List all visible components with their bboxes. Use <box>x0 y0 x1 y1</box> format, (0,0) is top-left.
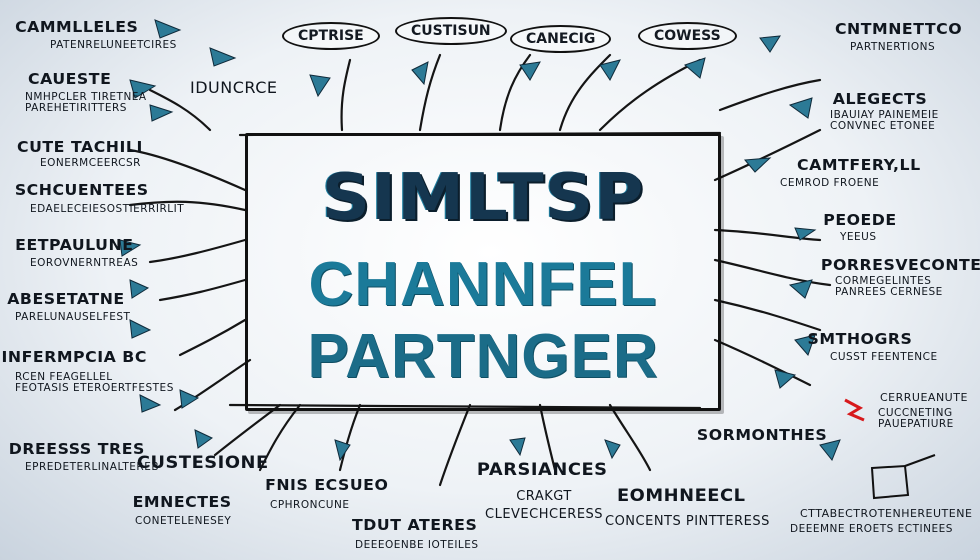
bottom-label-5-sub: CRAKGT CLEVECHCERESS <box>485 489 604 523</box>
bubble-4: COWESS <box>638 22 737 50</box>
left-label-1-sub: PATENRELUNEETCIRES <box>50 39 177 51</box>
bottom-label-4-sub: DEEEOENBE IOTEILES <box>355 539 479 551</box>
left-label-8-sub: EPREDETERLINALTEREB <box>25 461 160 473</box>
right-label-9-title: CTTABECTROTENHEREUTENE <box>800 507 973 520</box>
left-label-4-title: SCHCUENTEES <box>14 181 149 199</box>
left-label-2-sub: NMHPCLER TIRETNEA PAREHETIRITTERS <box>25 91 147 114</box>
title-line-3: PARTNGER <box>307 322 659 391</box>
title-line-2: CHANNFEL <box>308 250 658 319</box>
right-label-6-sub: CUSST FEENTENCE <box>830 351 938 363</box>
right-label-7-title: SORMONTHES <box>696 426 828 444</box>
right-label-5-sub: CORMEGELINTES PANREES CERNESE <box>835 275 943 298</box>
right-label-5-title: PORRESVECONTES <box>820 256 980 274</box>
bubble-1: CPTRISE <box>282 22 380 50</box>
title-frame: SIMLTSP CHANNFEL PARTNGER <box>245 133 721 411</box>
left-label-5-sub: EOROVNERNTREAS <box>30 257 139 269</box>
bottom-label-6-sub: CONCENTS PINTTERESS <box>605 514 770 529</box>
bubble-3: CANECIG <box>510 25 612 53</box>
right-label-4-sub: YEEUS <box>840 231 877 243</box>
right-label-3-sub: CEMROD FROENE <box>780 177 880 189</box>
bubble-2: CUSTISUN <box>395 17 507 45</box>
left-label-4-sub: EDAELECEIESOSTIERRIRLIT <box>30 203 185 215</box>
bottom-label-3-title: FNIS ECSUEO <box>265 476 389 494</box>
bottom-label-3-sub: CPHRONCUNE <box>270 499 350 511</box>
bottom-label-6-title: EOMHNEECL <box>616 486 746 506</box>
right-label-6-title: SMTHOGRS <box>807 330 913 348</box>
left-label-7-title: INFERMPCIA BC <box>1 348 147 366</box>
right-label-8-title: CERRUEANUTE <box>880 391 968 404</box>
left-label-8-title: DREESSS TRES <box>8 440 145 458</box>
left-label-3-sub: EONERMCEERCSR <box>40 157 141 169</box>
right-label-9-sub: DEEEMNE EROETS ECTINEES <box>790 523 953 535</box>
bottom-label-2-sub: CONETELENESEY <box>135 515 232 527</box>
left-label-5-title: EETPAULUNE <box>15 236 134 254</box>
left-label-6-title: ABESETATNE <box>7 290 125 308</box>
left-label-7-sub: RCEN FEAGELLEL FEOTASIS ETEROERTFESTES <box>15 371 174 394</box>
right-label-2-sub: IBAUIAY PAINEMEIE CONVNEC ETONEE <box>830 109 939 132</box>
top-word-idunc: IDUNCRCE <box>190 78 278 97</box>
bottom-label-4-title: TDUT ATERES <box>352 516 478 534</box>
left-label-2-title: CAUESTE <box>28 70 112 88</box>
right-label-1-title: CNTMNETTCO <box>834 20 963 38</box>
bottom-label-1-title: CUSTESIONE <box>136 453 269 473</box>
right-label-1-sub: PARTNERTIONS <box>850 41 936 53</box>
right-label-4-title: PEOEDE <box>823 211 897 229</box>
right-label-2-title: ALEGECTS <box>832 90 928 108</box>
bottom-label-2-title: EMNECTES <box>132 493 232 511</box>
left-label-1-title: CAMMLLELES <box>15 18 139 36</box>
left-label-3-title: CUTE TACHILI <box>17 138 143 156</box>
title-line-1: SIMLTSP <box>321 161 645 235</box>
left-label-6-sub: PARELUNAUSELFEST <box>15 311 131 323</box>
right-label-8-sub: CUCCNETING PAUEPATIURE <box>878 407 954 430</box>
right-label-3-title: CAMTFERY,LL <box>797 156 921 174</box>
bottom-label-5-title: PARSIANCES <box>476 460 608 480</box>
